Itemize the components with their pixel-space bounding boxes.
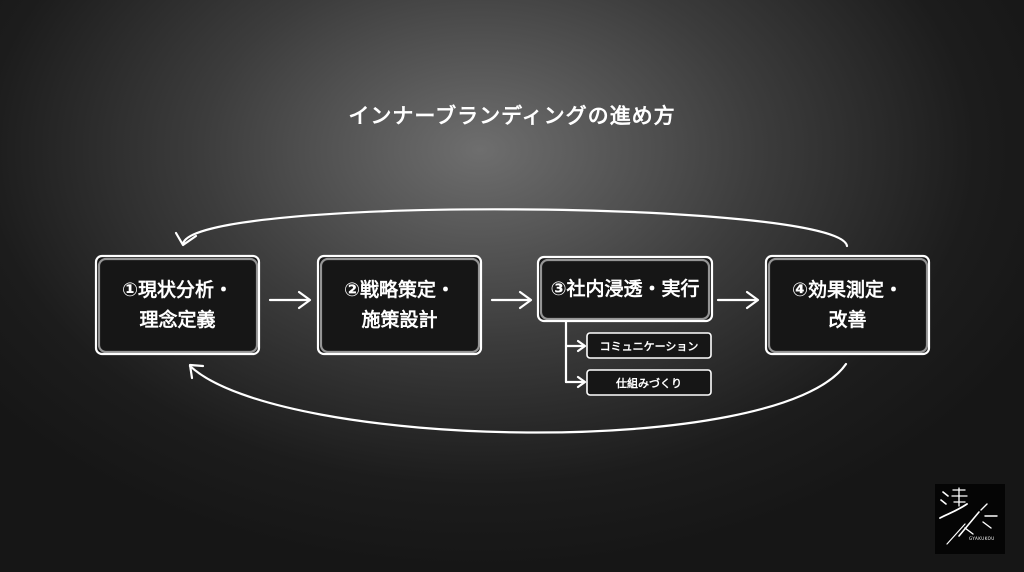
diagram-title: インナーブランディングの進め方 xyxy=(348,104,676,128)
feedback-arrowhead-top xyxy=(174,231,198,247)
step-2-box xyxy=(316,254,483,356)
step-4-box xyxy=(764,254,931,356)
step-3-box xyxy=(536,255,714,323)
step-3-label: ③社内浸透・実行 xyxy=(550,278,700,300)
step-2-label: ②戦略策定・ 施策設計 xyxy=(343,279,456,331)
feedback-arc-bottom xyxy=(188,362,848,434)
feedback-arc-top xyxy=(181,208,849,248)
sub-item-1-box xyxy=(586,332,712,359)
sub-item-2-box xyxy=(586,369,712,396)
sub-item-mechanism: 仕組みづくり xyxy=(616,376,682,390)
brand-logo: 逆光 GYAKUKOU xyxy=(935,484,1005,554)
step-1-box xyxy=(94,254,261,356)
feedback-arrowhead-bottom xyxy=(188,363,205,380)
step-4-label: ④効果測定・ 改善 xyxy=(791,279,904,331)
calligraphy-logo-icon xyxy=(939,487,998,545)
logo-caption: GYAKUKOU xyxy=(969,536,995,541)
step-1-label: ①現状分析・ 理念定義 xyxy=(121,279,234,331)
sub-item-communication: コミュニケーション xyxy=(599,339,699,353)
